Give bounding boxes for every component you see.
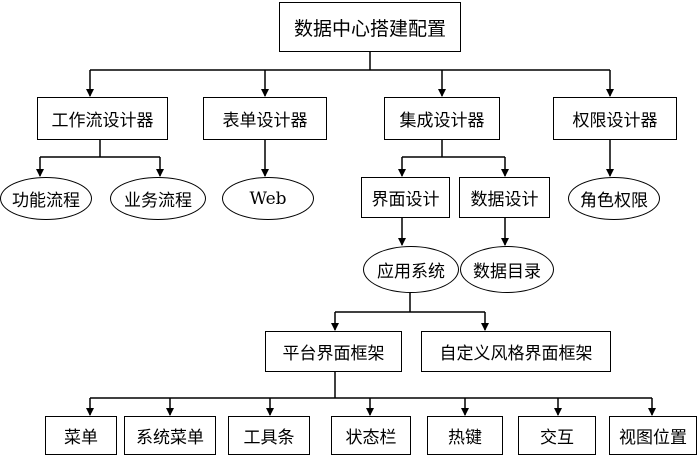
menu-node: 菜单 <box>45 416 117 455</box>
view-position-node: 视图位置 <box>609 416 697 455</box>
web-node: Web <box>222 177 314 220</box>
status-bar-node: 状态栏 <box>331 416 411 455</box>
permission-designer-node: 权限设计器 <box>553 97 677 140</box>
function-flow-node: 功能流程 <box>0 177 92 220</box>
root-node: 数据中心搭建配置 <box>279 2 461 52</box>
role-permission-node: 角色权限 <box>568 177 660 220</box>
hotkey-node: 热键 <box>427 416 503 455</box>
toolbar-node: 工具条 <box>228 416 310 455</box>
platform-ui-framework-node: 平台界面框架 <box>265 331 402 372</box>
data-design-node: 数据设计 <box>459 177 550 218</box>
business-flow-node: 业务流程 <box>110 177 206 220</box>
integration-designer-node: 集成设计器 <box>384 97 500 140</box>
app-system-node: 应用系统 <box>363 246 459 293</box>
form-designer-node: 表单设计器 <box>203 97 327 140</box>
data-catalog-node: 数据目录 <box>460 246 554 293</box>
ui-design-node: 界面设计 <box>361 177 450 218</box>
interaction-node: 交互 <box>518 416 596 455</box>
custom-ui-framework-node: 自定义风格界面框架 <box>421 331 611 372</box>
workflow-designer-node: 工作流设计器 <box>37 97 168 140</box>
system-menu-node: 系统菜单 <box>124 416 216 455</box>
